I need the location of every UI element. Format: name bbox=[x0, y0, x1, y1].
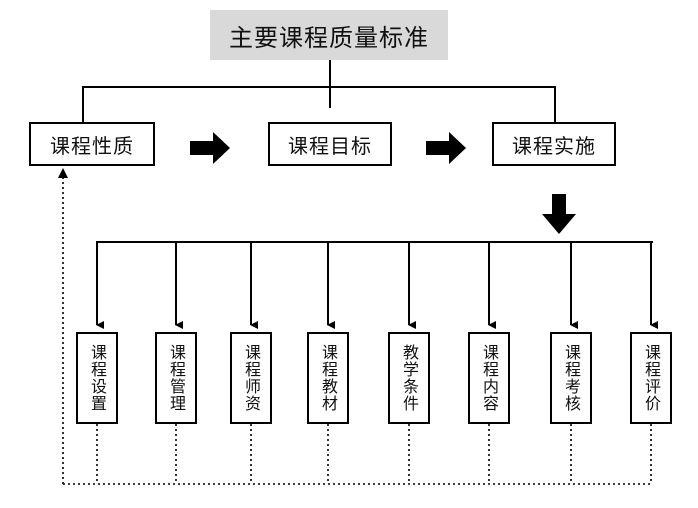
box-label: 教学条件 bbox=[400, 344, 419, 412]
right-arrow-2 bbox=[426, 132, 466, 164]
box-course-objective: 课程目标 bbox=[268, 122, 392, 166]
box-label: 课程师资 bbox=[242, 344, 261, 412]
box-course-implementation: 课程实施 bbox=[492, 122, 616, 166]
diagram-title: 主要课程质量标准 bbox=[210, 10, 448, 60]
box-course-management: 课程管理 bbox=[155, 332, 197, 424]
box-course-assessment: 课程考核 bbox=[550, 332, 592, 424]
down-arrow bbox=[542, 194, 576, 234]
box-course-setup: 课程设置 bbox=[76, 332, 118, 424]
box-course-nature: 课程性质 bbox=[29, 122, 155, 166]
box-label: 课程设置 bbox=[88, 344, 107, 412]
box-label: 课程教材 bbox=[319, 344, 338, 412]
box-course-faculty: 课程师资 bbox=[230, 332, 272, 424]
box-label: 课程内容 bbox=[480, 344, 499, 412]
box-teaching-conditions: 教学条件 bbox=[388, 332, 430, 424]
box-label: 课程考核 bbox=[562, 344, 581, 412]
feedback-arrowhead bbox=[58, 168, 68, 178]
box-course-content: 课程内容 bbox=[468, 332, 510, 424]
box-label: 课程管理 bbox=[167, 344, 186, 412]
box-course-evaluation: 课程评价 bbox=[630, 332, 672, 424]
right-arrow-1 bbox=[190, 132, 230, 164]
box-course-textbook: 课程教材 bbox=[307, 332, 349, 424]
box-label: 课程评价 bbox=[642, 344, 661, 412]
